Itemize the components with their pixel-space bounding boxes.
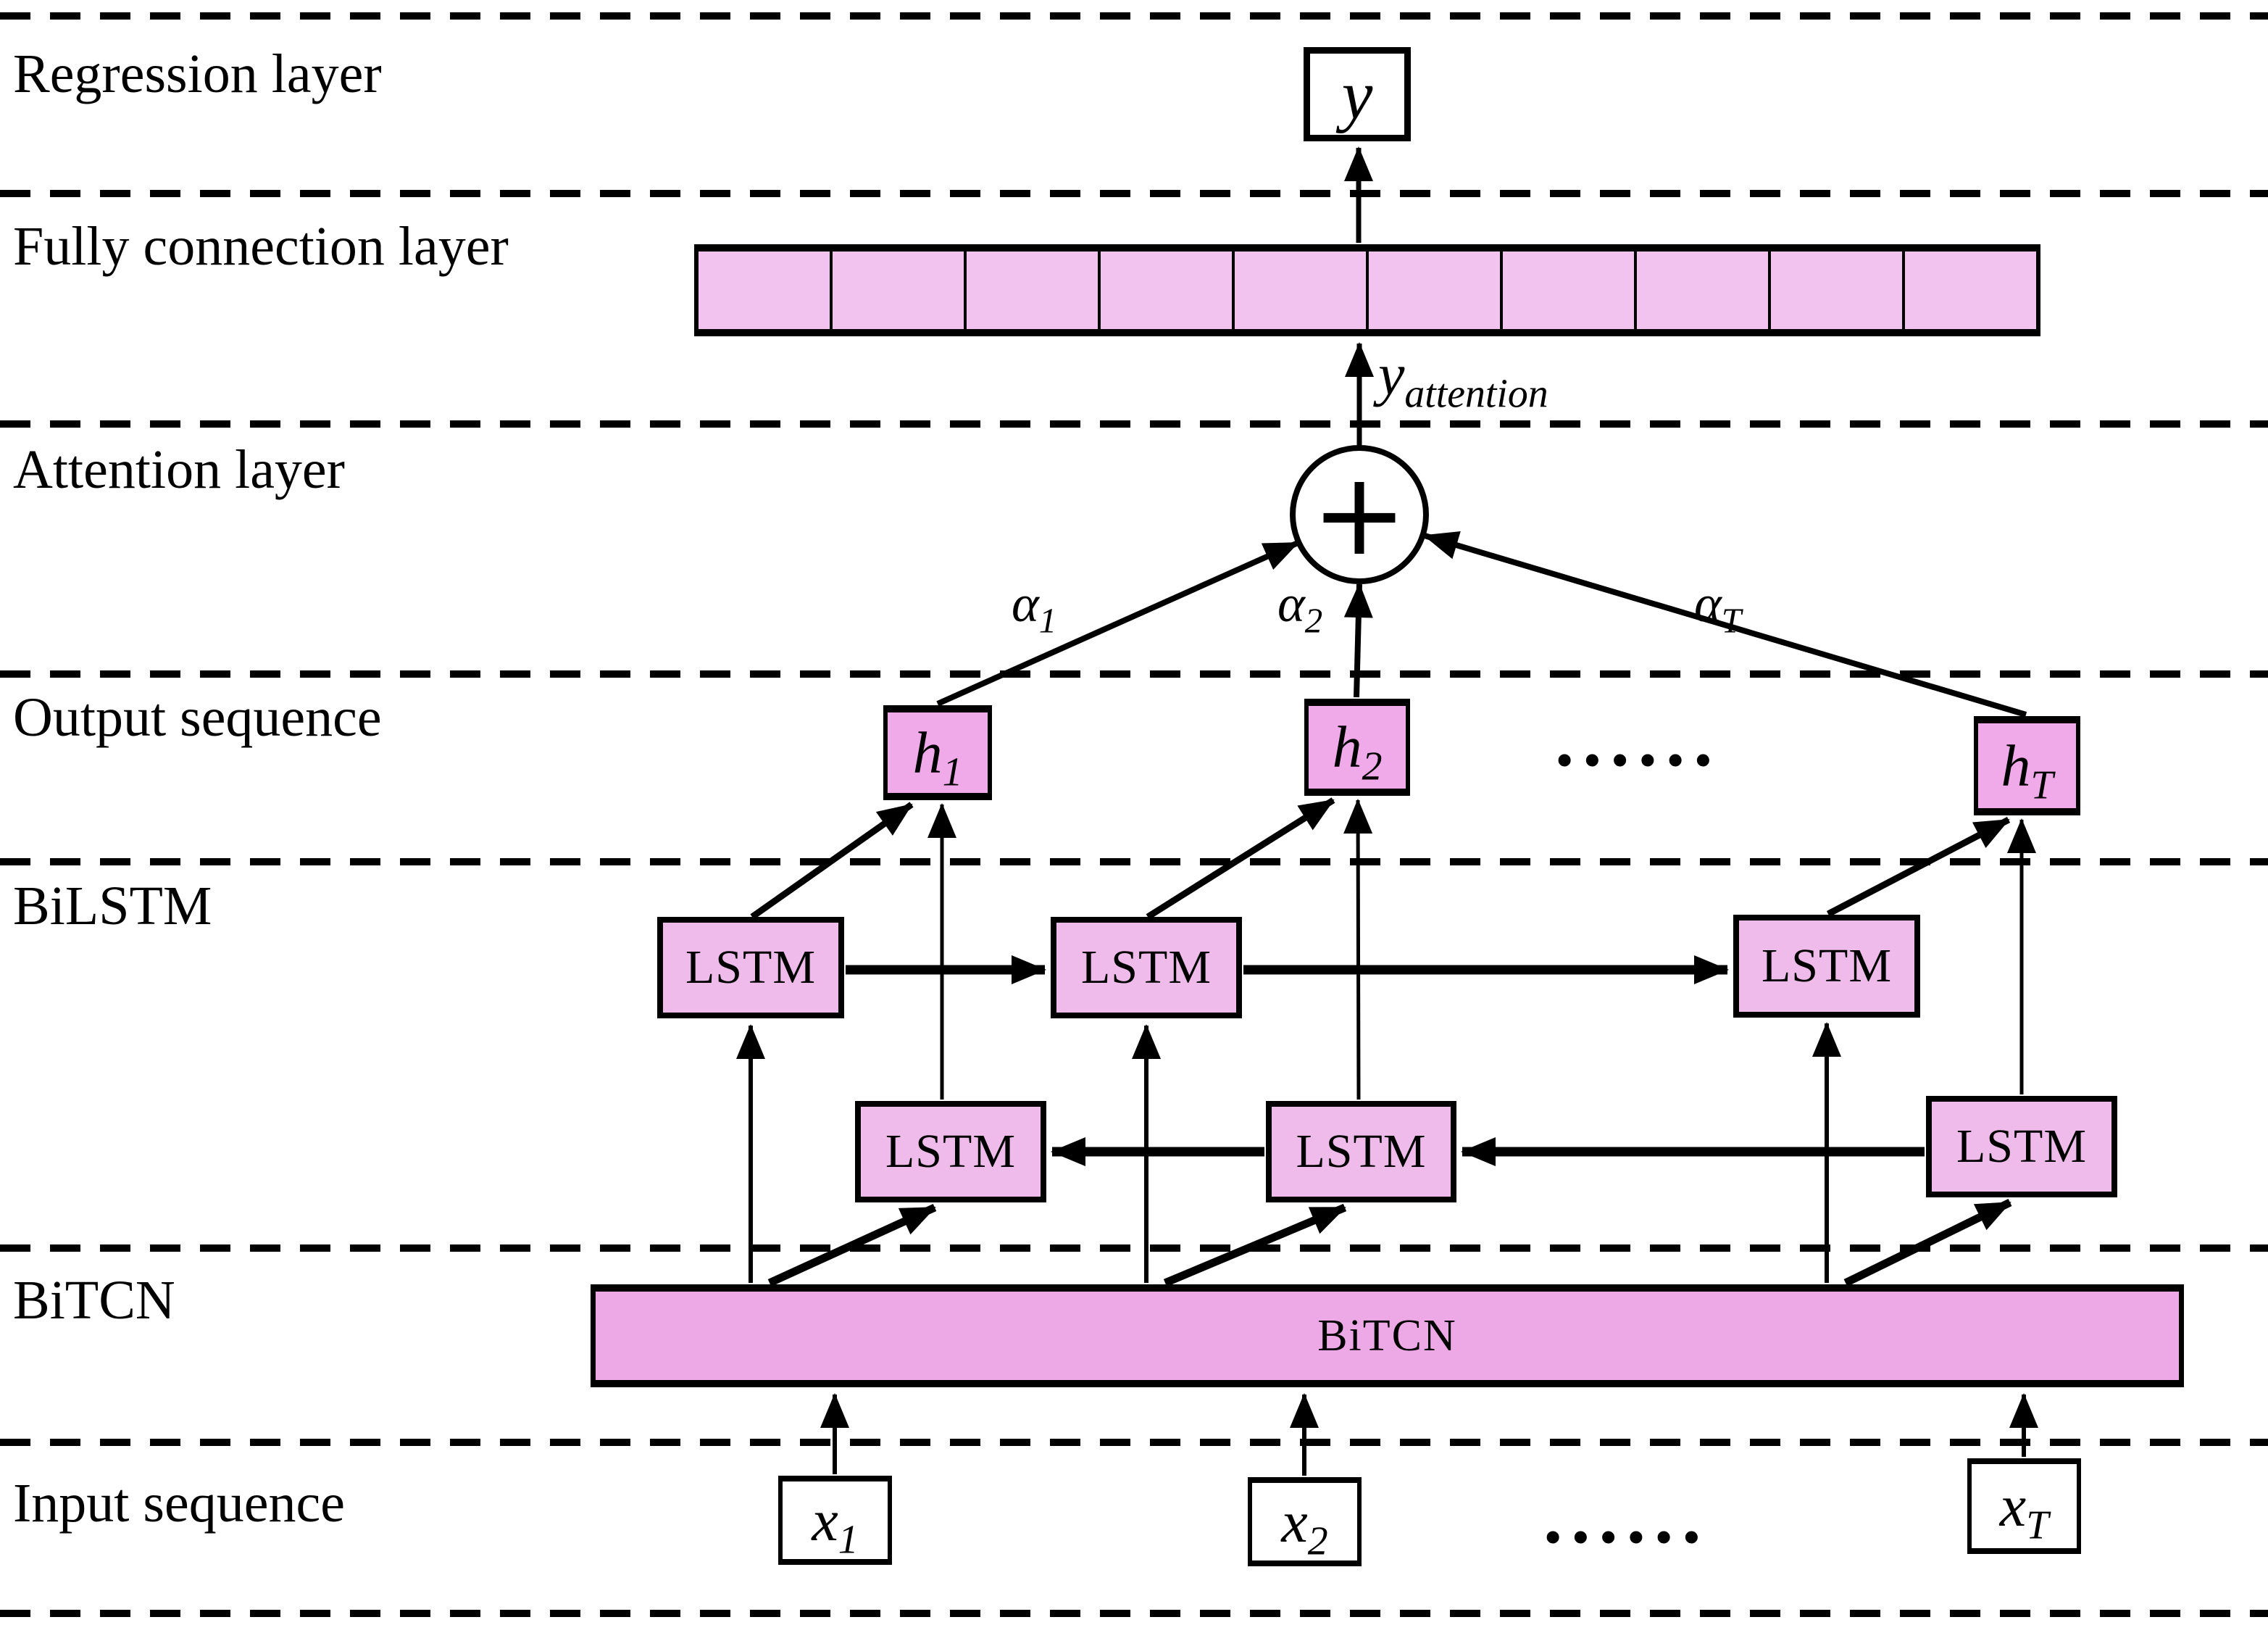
h2-box: h2 [1304,699,1410,796]
hT-box: hT [1974,716,2080,815]
forward-lstm1-label: LSTM [685,941,817,994]
attention-sum-circle [1290,445,1429,584]
x1-sub: 1 [838,1516,859,1562]
alphaT-sub: T [1721,600,1742,641]
x2-base: x [1281,1488,1308,1555]
x1-label: x1 [812,1487,858,1560]
h2-sub: 2 [1362,744,1383,789]
arrow-bitcn-to-backward-lstm1 [767,1203,937,1287]
backward-lstm3-label: LSTM [1956,1120,2088,1173]
forward-lstm2-box: LSTM [1051,917,1242,1018]
backward-lstm1-box: LSTM [855,1101,1046,1202]
fc-cell [1902,252,2036,329]
xT-sub: T [2026,1503,2049,1548]
output-sequence-ellipsis: ...... [1555,697,1722,782]
fc-bar [694,244,2040,336]
h2-label: h2 [1332,713,1383,786]
arrow-forward-lstm3-to-hT [1826,817,2011,917]
arrow-forward-lstm1-to-h1 [750,802,914,920]
alpha1-sub: 1 [1038,600,1057,641]
bitcn-bar: BiTCN [591,1284,2184,1387]
regression-output-label: y [1341,55,1373,133]
alphaT-base: α [1694,575,1722,633]
attention-output-sub: attention [1404,371,1548,417]
fc-cell [699,252,830,329]
x2-box: x2 [1248,1477,1362,1566]
hT-label: hT [2001,732,2053,805]
forward-lstm3-label: LSTM [1761,939,1893,992]
arrow-h1-to-sum [936,540,1299,707]
forward-lstm1-box: LSTM [657,917,844,1018]
label-input-sequence: Input sequence [13,1473,345,1534]
label-regression-layer: Regression layer [13,43,382,104]
label-attention-layer: Attention layer [13,439,345,500]
label-bitcn-layer: BiTCN [13,1270,175,1331]
fc-cell [1232,252,1366,329]
x2-sub: 2 [1307,1518,1328,1563]
alpha2-base: α [1277,575,1305,633]
backward-lstm3-box: LSTM [1926,1096,2117,1197]
h1-sub: 1 [942,749,963,794]
fc-cell [1634,252,1768,329]
label-output-sequence: Output sequence [13,687,382,748]
fc-cell [1098,252,1232,329]
xT-label: xT [1999,1472,2048,1545]
h1-box: h1 [883,705,992,800]
label-bilstm-layer: BiLSTM [13,876,212,936]
arrow-backward-lstm2-to-h2 [1343,799,1373,1100]
x2-label: x2 [1281,1488,1327,1561]
h2-base: h [1332,714,1362,780]
arrow-bitcn-to-backward-lstm2 [1163,1203,1347,1287]
hT-sub: T [2030,762,2054,807]
xT-base: x [1999,1473,2027,1539]
fc-cell [964,252,1098,329]
forward-lstm3-box: LSTM [1733,915,1920,1018]
alpha1-base: α [1012,575,1039,633]
alpha1-label: α1 [1012,574,1056,638]
hT-base: h [2001,732,2031,799]
xT-box: xT [1967,1458,2081,1554]
h1-base: h [912,719,943,786]
label-fully-connection-layer: Fully connection layer [13,216,509,277]
arrow-forward-lstm2-to-h2 [1146,797,1335,920]
alphaT-label: αT [1694,574,1741,638]
arrow-hT-to-sum [1423,531,2027,718]
fc-cell [1500,252,1634,329]
attention-sum-symbol: + [1311,448,1408,581]
x1-box: x1 [778,1476,892,1565]
alpha2-sub: 2 [1304,600,1323,641]
backward-lstm2-box: LSTM [1266,1101,1456,1202]
arrow-h2-to-sum [1343,583,1373,698]
alpha2-label: α2 [1277,574,1322,638]
backward-lstm2-label: LSTM [1296,1125,1427,1178]
x1-base: x [812,1487,838,1553]
input-sequence-ellipsis: ...... [1543,1474,1710,1559]
regression-output-box: y [1304,47,1411,141]
attention-output-label: yattention [1378,341,1548,414]
fc-cell [1768,252,1902,329]
fc-cell [830,252,964,329]
backward-lstm1-label: LSTM [885,1125,1017,1178]
attention-output-base: y [1378,341,1405,407]
arrow-bitcn-to-backward-lstm3 [1843,1199,2012,1287]
forward-lstm2-label: LSTM [1080,941,1212,994]
fc-cell [1366,252,1500,329]
bitcn-bar-label: BiTCN [1317,1310,1457,1360]
h1-label: h1 [912,719,963,792]
